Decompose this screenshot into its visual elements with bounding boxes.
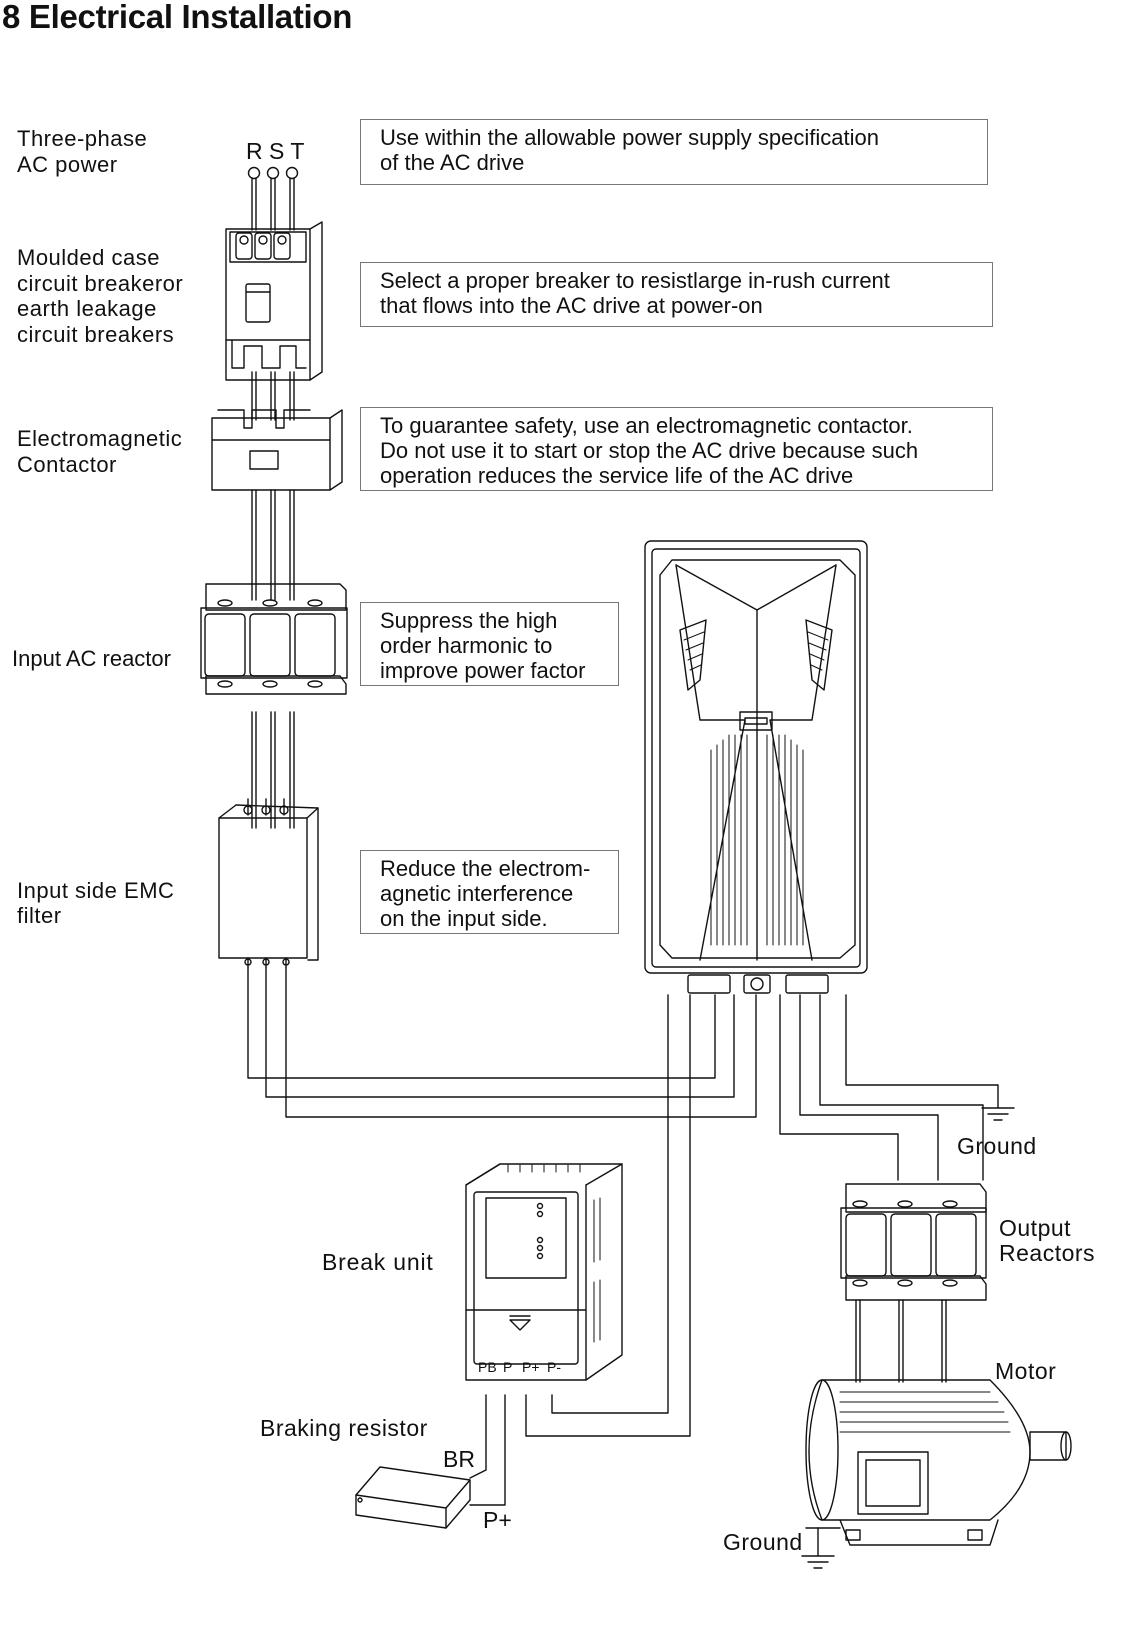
label-ground-bottom: Ground xyxy=(723,1529,803,1555)
label-ground-top: Ground xyxy=(957,1133,1037,1159)
note-breaker: Select a proper breaker to resistlarge i… xyxy=(360,262,993,327)
input-ac-reactor-icon xyxy=(200,583,348,695)
note-reactor: Suppress the high order harmonic to impr… xyxy=(360,602,619,686)
label-br: BR xyxy=(443,1446,475,1472)
label-braking-resistor: Braking resistor xyxy=(260,1415,428,1441)
label-break-unit: Break unit xyxy=(322,1249,434,1275)
label-p-plus: P+ xyxy=(483,1507,512,1533)
terminal-p-plus: P+ xyxy=(522,1359,540,1375)
terminal-pb: PB xyxy=(478,1359,497,1375)
label-emc-filter: Input side EMC filter xyxy=(17,878,175,928)
brake-resistor-wires xyxy=(469,1394,506,1506)
drive-input-wires xyxy=(247,967,757,1118)
section-title: 8 Electrical Installation xyxy=(2,0,353,35)
label-motor: Motor xyxy=(995,1358,1057,1384)
note-power-supply: Use within the allowable power supply sp… xyxy=(360,119,988,185)
label-input-ac-reactor: Input AC reactor xyxy=(12,646,171,671)
input-wires xyxy=(251,177,295,829)
drive-output-wires xyxy=(525,994,999,1437)
label-three-phase-ac-power: Three-phase AC power xyxy=(17,126,148,177)
braking-resistor-icon xyxy=(355,1466,471,1529)
note-contactor: To guarantee safety, use an electromagne… xyxy=(360,407,993,491)
emc-filter-icon xyxy=(218,798,319,969)
terminal-p: P xyxy=(503,1359,512,1375)
terminal-p-minus: P- xyxy=(547,1359,561,1375)
label-output-reactors: Output Reactors xyxy=(999,1215,1096,1266)
note-emc: Reduce the electrom- agnetic interferenc… xyxy=(360,850,619,934)
label-contactor: Electromagnetic Contactor xyxy=(17,426,183,477)
ac-drive-icon xyxy=(644,540,868,994)
ground-icon-bottom xyxy=(801,1527,841,1569)
contactor-icon xyxy=(211,409,343,491)
break-unit-terminals: PB P P+ P- xyxy=(478,1359,561,1375)
ground-icon-top xyxy=(981,1107,1015,1121)
label-rst: R S T xyxy=(246,138,305,164)
break-unit-icon xyxy=(465,1163,623,1381)
motor-icon xyxy=(805,1379,1072,1546)
label-breaker: Moulded case circuit breakeror earth lea… xyxy=(17,245,184,347)
circuit-breaker-icon xyxy=(225,221,323,381)
output-reactor-icon xyxy=(840,1183,987,1383)
rst-terminals xyxy=(247,166,299,180)
